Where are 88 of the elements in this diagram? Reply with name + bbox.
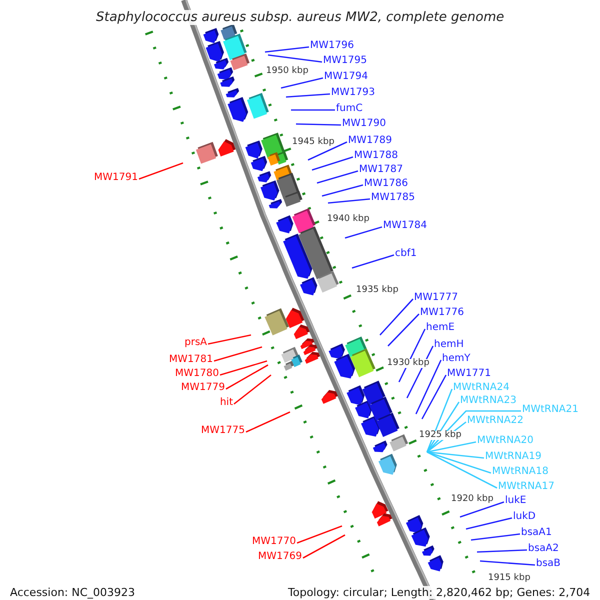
tick-label: 1920 kbp [451, 494, 494, 504]
tick-label: 1925 kbp [419, 430, 462, 440]
gene-label: prsA [184, 337, 207, 349]
gene-label: MW1786 [364, 178, 408, 190]
gene-label: MWtRNA18 [492, 466, 548, 478]
gene-label: MW1791 [94, 172, 138, 184]
gene-label: MWtRNA24 [453, 382, 510, 394]
leader-line [226, 364, 268, 390]
gene-label: MW1775 [201, 425, 245, 437]
gene-label: MWtRNA20 [477, 435, 534, 447]
gene-label: hemH [434, 339, 464, 351]
leader-line [312, 156, 354, 171]
gene-label: MW1796 [310, 40, 354, 52]
gene-label: bsaA1 [521, 527, 552, 539]
leader-line [480, 560, 536, 566]
leader-line [426, 410, 521, 452]
leader-line [476, 549, 528, 553]
gene-label: MW1793 [331, 87, 375, 99]
leader-line [470, 533, 520, 541]
gene-label: lukD [513, 511, 536, 523]
tick-label: 1940 kbp [327, 214, 370, 224]
gene-label: MW1769 [258, 551, 302, 563]
gene-label: MWtRNA23 [460, 395, 516, 407]
tick-label: 1930 kbp [387, 358, 430, 368]
leader-line [460, 501, 504, 518]
gene-label: fumC [336, 103, 363, 115]
leader-line [415, 360, 442, 414]
leader-line [466, 517, 512, 530]
gene-label: MWtRNA17 [498, 481, 554, 493]
gene-label: MW1787 [359, 164, 403, 176]
leader-line [328, 198, 370, 204]
leader-line [344, 226, 382, 239]
gene-label: MW1776 [420, 307, 464, 319]
gene-label: MW1788 [354, 150, 398, 162]
gene-label: hemY [442, 353, 470, 365]
leader-line [380, 298, 414, 336]
gene-label: bsaB [536, 558, 561, 570]
gene-label: lukE [505, 495, 526, 507]
leader-line [322, 184, 364, 197]
leader-line [426, 441, 476, 453]
gene-label: hemE [426, 322, 455, 334]
leader-line [208, 334, 252, 345]
leader-line [388, 314, 420, 346]
gene-label: MWtRNA21 [522, 404, 578, 416]
leader-line [291, 109, 335, 111]
leader-line [286, 93, 330, 98]
tick-label: 1950 kbp [266, 66, 308, 76]
gene-label: MW1777 [414, 292, 458, 304]
leader-line [280, 77, 324, 89]
leader-line [220, 360, 268, 376]
gene-label: MWtRNA19 [485, 451, 542, 463]
leader-line [138, 162, 184, 180]
gene-label: bsaA2 [528, 543, 559, 555]
leader-line [268, 54, 322, 63]
leader-line [234, 374, 272, 405]
gene-label: MW1781 [169, 354, 213, 366]
tick-label: 1915 kbp [488, 574, 530, 582]
tick-label: 1935 kbp [356, 286, 398, 294]
gene-label: MW1770 [252, 536, 296, 548]
leader-line [426, 451, 484, 459]
gene-label: MW1790 [342, 118, 386, 130]
tick-label: 1945 kbp [292, 138, 334, 146]
leader-line [426, 451, 492, 474]
leader-line [296, 123, 342, 126]
gene-label: MW1795 [323, 55, 367, 67]
genome-stats-label: Topology: circular; Length: 2,820,462 bp; Genes: 2,704 [288, 586, 590, 598]
gene-label: MW1779 [181, 382, 225, 394]
gene-label: MW1785 [371, 192, 415, 204]
gene-label: MW1771 [447, 368, 491, 380]
gene-label: MWtRNA22 [467, 415, 524, 427]
leader-line [316, 170, 358, 184]
leader-line [352, 254, 394, 269]
leader-line [302, 534, 346, 559]
gene-label: MW1784 [383, 220, 427, 232]
leader-line [308, 141, 348, 161]
leader-line [296, 525, 342, 544]
gene-label: MW1780 [175, 368, 219, 380]
leader-line [421, 374, 447, 420]
gene-label: cbf1 [395, 248, 417, 260]
gene-label: hit [220, 397, 233, 409]
accession-label: Accession: NC_003923 [10, 586, 136, 598]
leader-line [246, 411, 290, 433]
title: Staphylococcus aureus subsp. aureus MW2, complete genome [96, 10, 504, 25]
gene-label: MW1794 [324, 71, 368, 83]
gene-label: MW1789 [348, 135, 392, 147]
leader-line [214, 346, 262, 362]
leader-line [426, 451, 498, 489]
leader-line [264, 46, 310, 53]
